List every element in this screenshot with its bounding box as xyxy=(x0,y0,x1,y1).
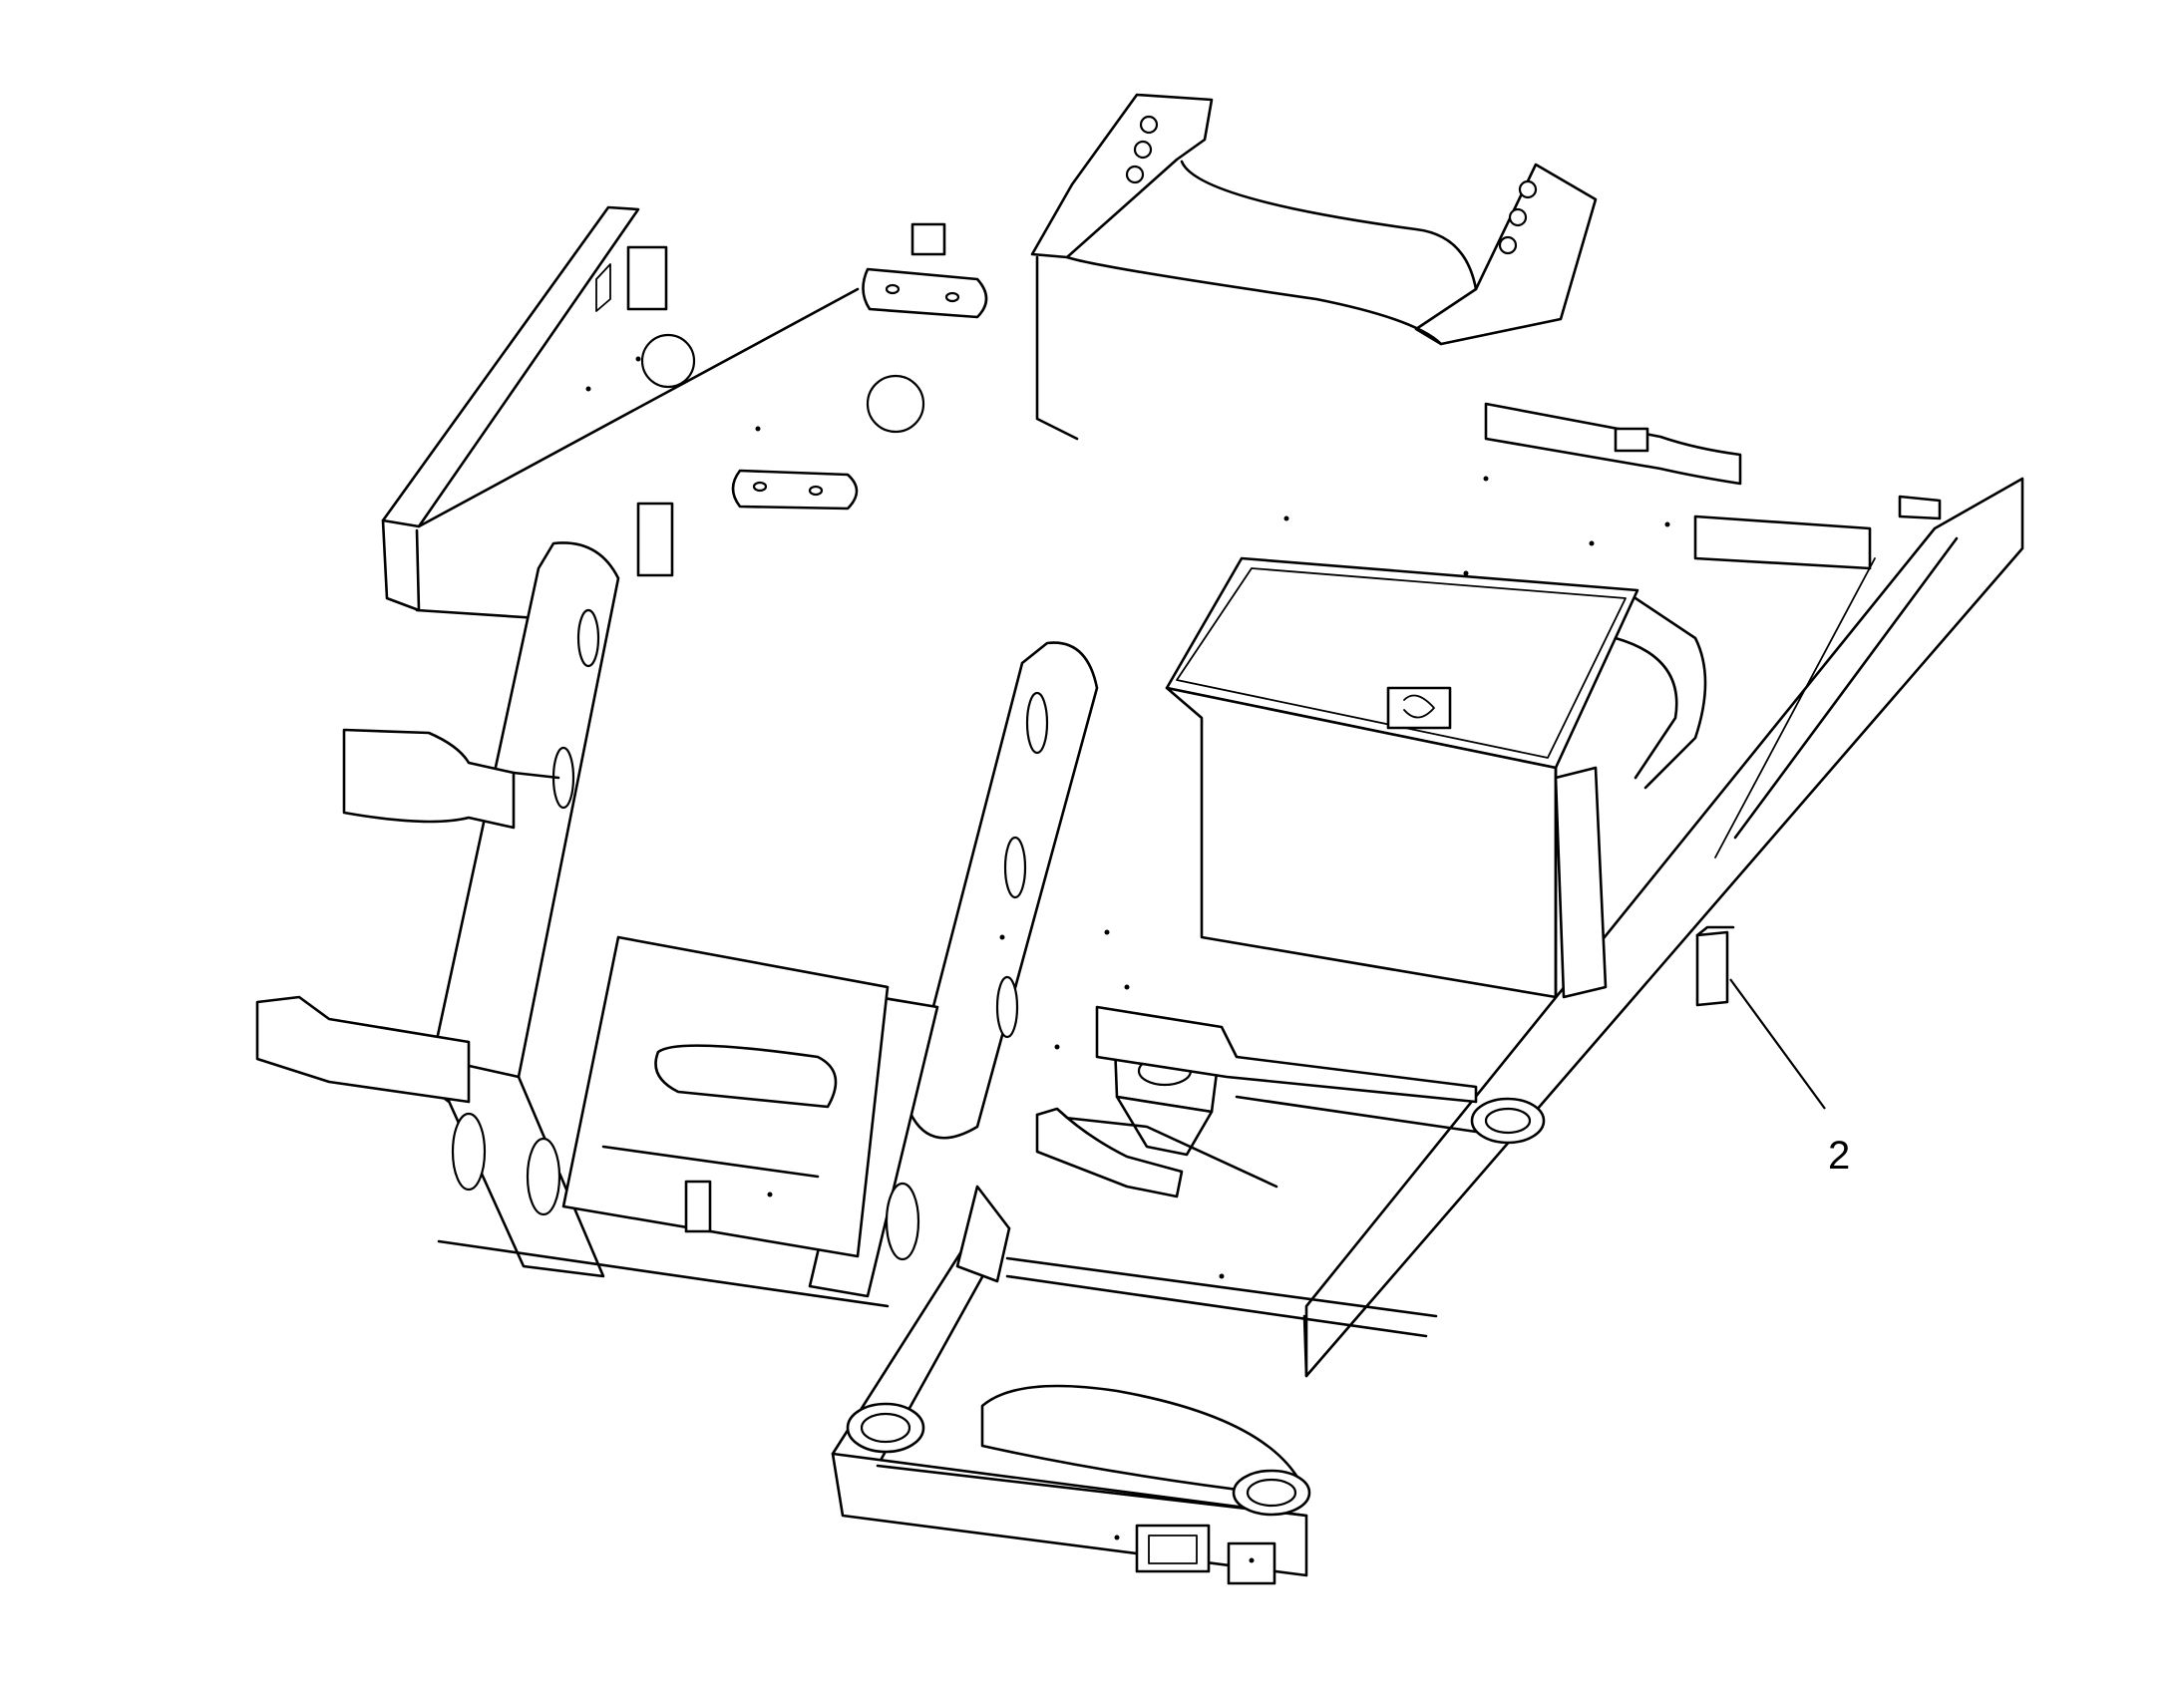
right-main-side-rail xyxy=(1302,402,2024,1378)
left-outrigger-arms xyxy=(255,728,560,1104)
fasteners xyxy=(585,356,1670,1563)
mid-cross-members xyxy=(1005,1005,1478,1338)
bracket-part-2 xyxy=(1695,925,1735,1007)
callout-2: 2 xyxy=(1729,978,1850,1178)
rear-left-pads xyxy=(636,222,988,577)
left-rear-side-rail xyxy=(381,205,860,620)
callout-label-2: 2 xyxy=(1828,1134,1850,1178)
tool-box xyxy=(1165,556,1707,999)
center-lower-plate xyxy=(437,935,890,1308)
rear-boom-mount xyxy=(1030,93,1598,441)
left-boom-tower xyxy=(427,541,620,1278)
